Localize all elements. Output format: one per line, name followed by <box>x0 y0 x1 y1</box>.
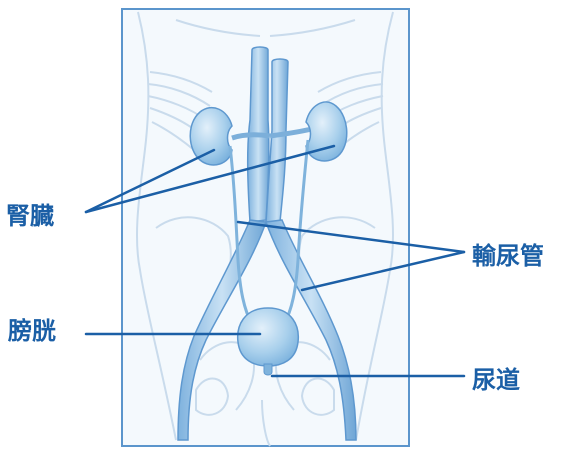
left-kidney <box>190 108 232 165</box>
kidney-label: 腎臓 <box>6 204 54 228</box>
ureter-label: 輸尿管 <box>472 244 544 268</box>
bladder-label: 膀胱 <box>8 319 56 343</box>
urethra <box>264 364 272 375</box>
bladder <box>238 308 299 366</box>
urethra-label: 尿道 <box>472 368 520 392</box>
